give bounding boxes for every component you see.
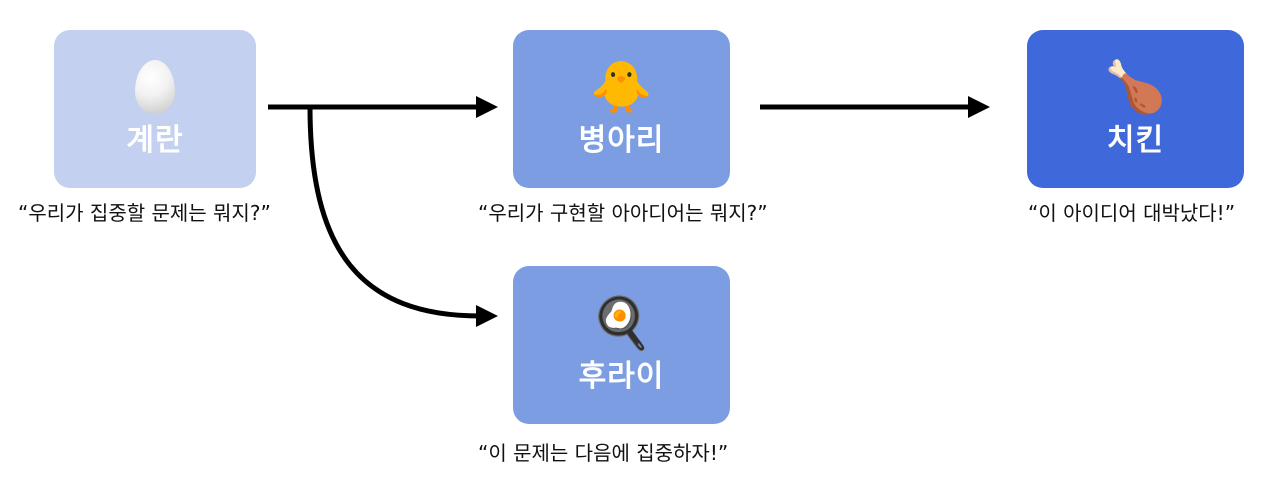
node-fry: 🍳 후라이 (513, 266, 730, 424)
frying-pan-egg-icon: 🍳 (590, 294, 653, 352)
node-chicken: 🍗 치킨 (1027, 30, 1244, 188)
poultry-leg-icon: 🍗 (1104, 58, 1167, 116)
node-chick-label: 병아리 (578, 123, 665, 158)
node-chick-caption: “우리가 구현할 아아디어는 뭐지?” (478, 201, 768, 225)
node-chick: 🐥 병아리 (513, 30, 730, 188)
node-fry-caption: “이 문제는 다음에 집중하자!” (478, 441, 729, 465)
arrow-egg-to-fry (307, 106, 498, 327)
node-chicken-caption: “이 아이디어 대박났다!” (1028, 201, 1236, 225)
node-egg-label: 계란 (126, 123, 184, 158)
arrow-chick-to-chicken (760, 96, 990, 118)
node-fry-label: 후라이 (578, 359, 665, 394)
node-chicken-label: 치킨 (1106, 123, 1165, 158)
egg-icon (135, 57, 175, 117)
arrow-egg-to-chick (268, 96, 498, 118)
node-egg: 계란 (54, 30, 256, 188)
node-egg-caption: “우리가 집중할 문제는 뭐지?” (18, 201, 271, 225)
hatching-chick-icon: 🐥 (590, 58, 653, 116)
